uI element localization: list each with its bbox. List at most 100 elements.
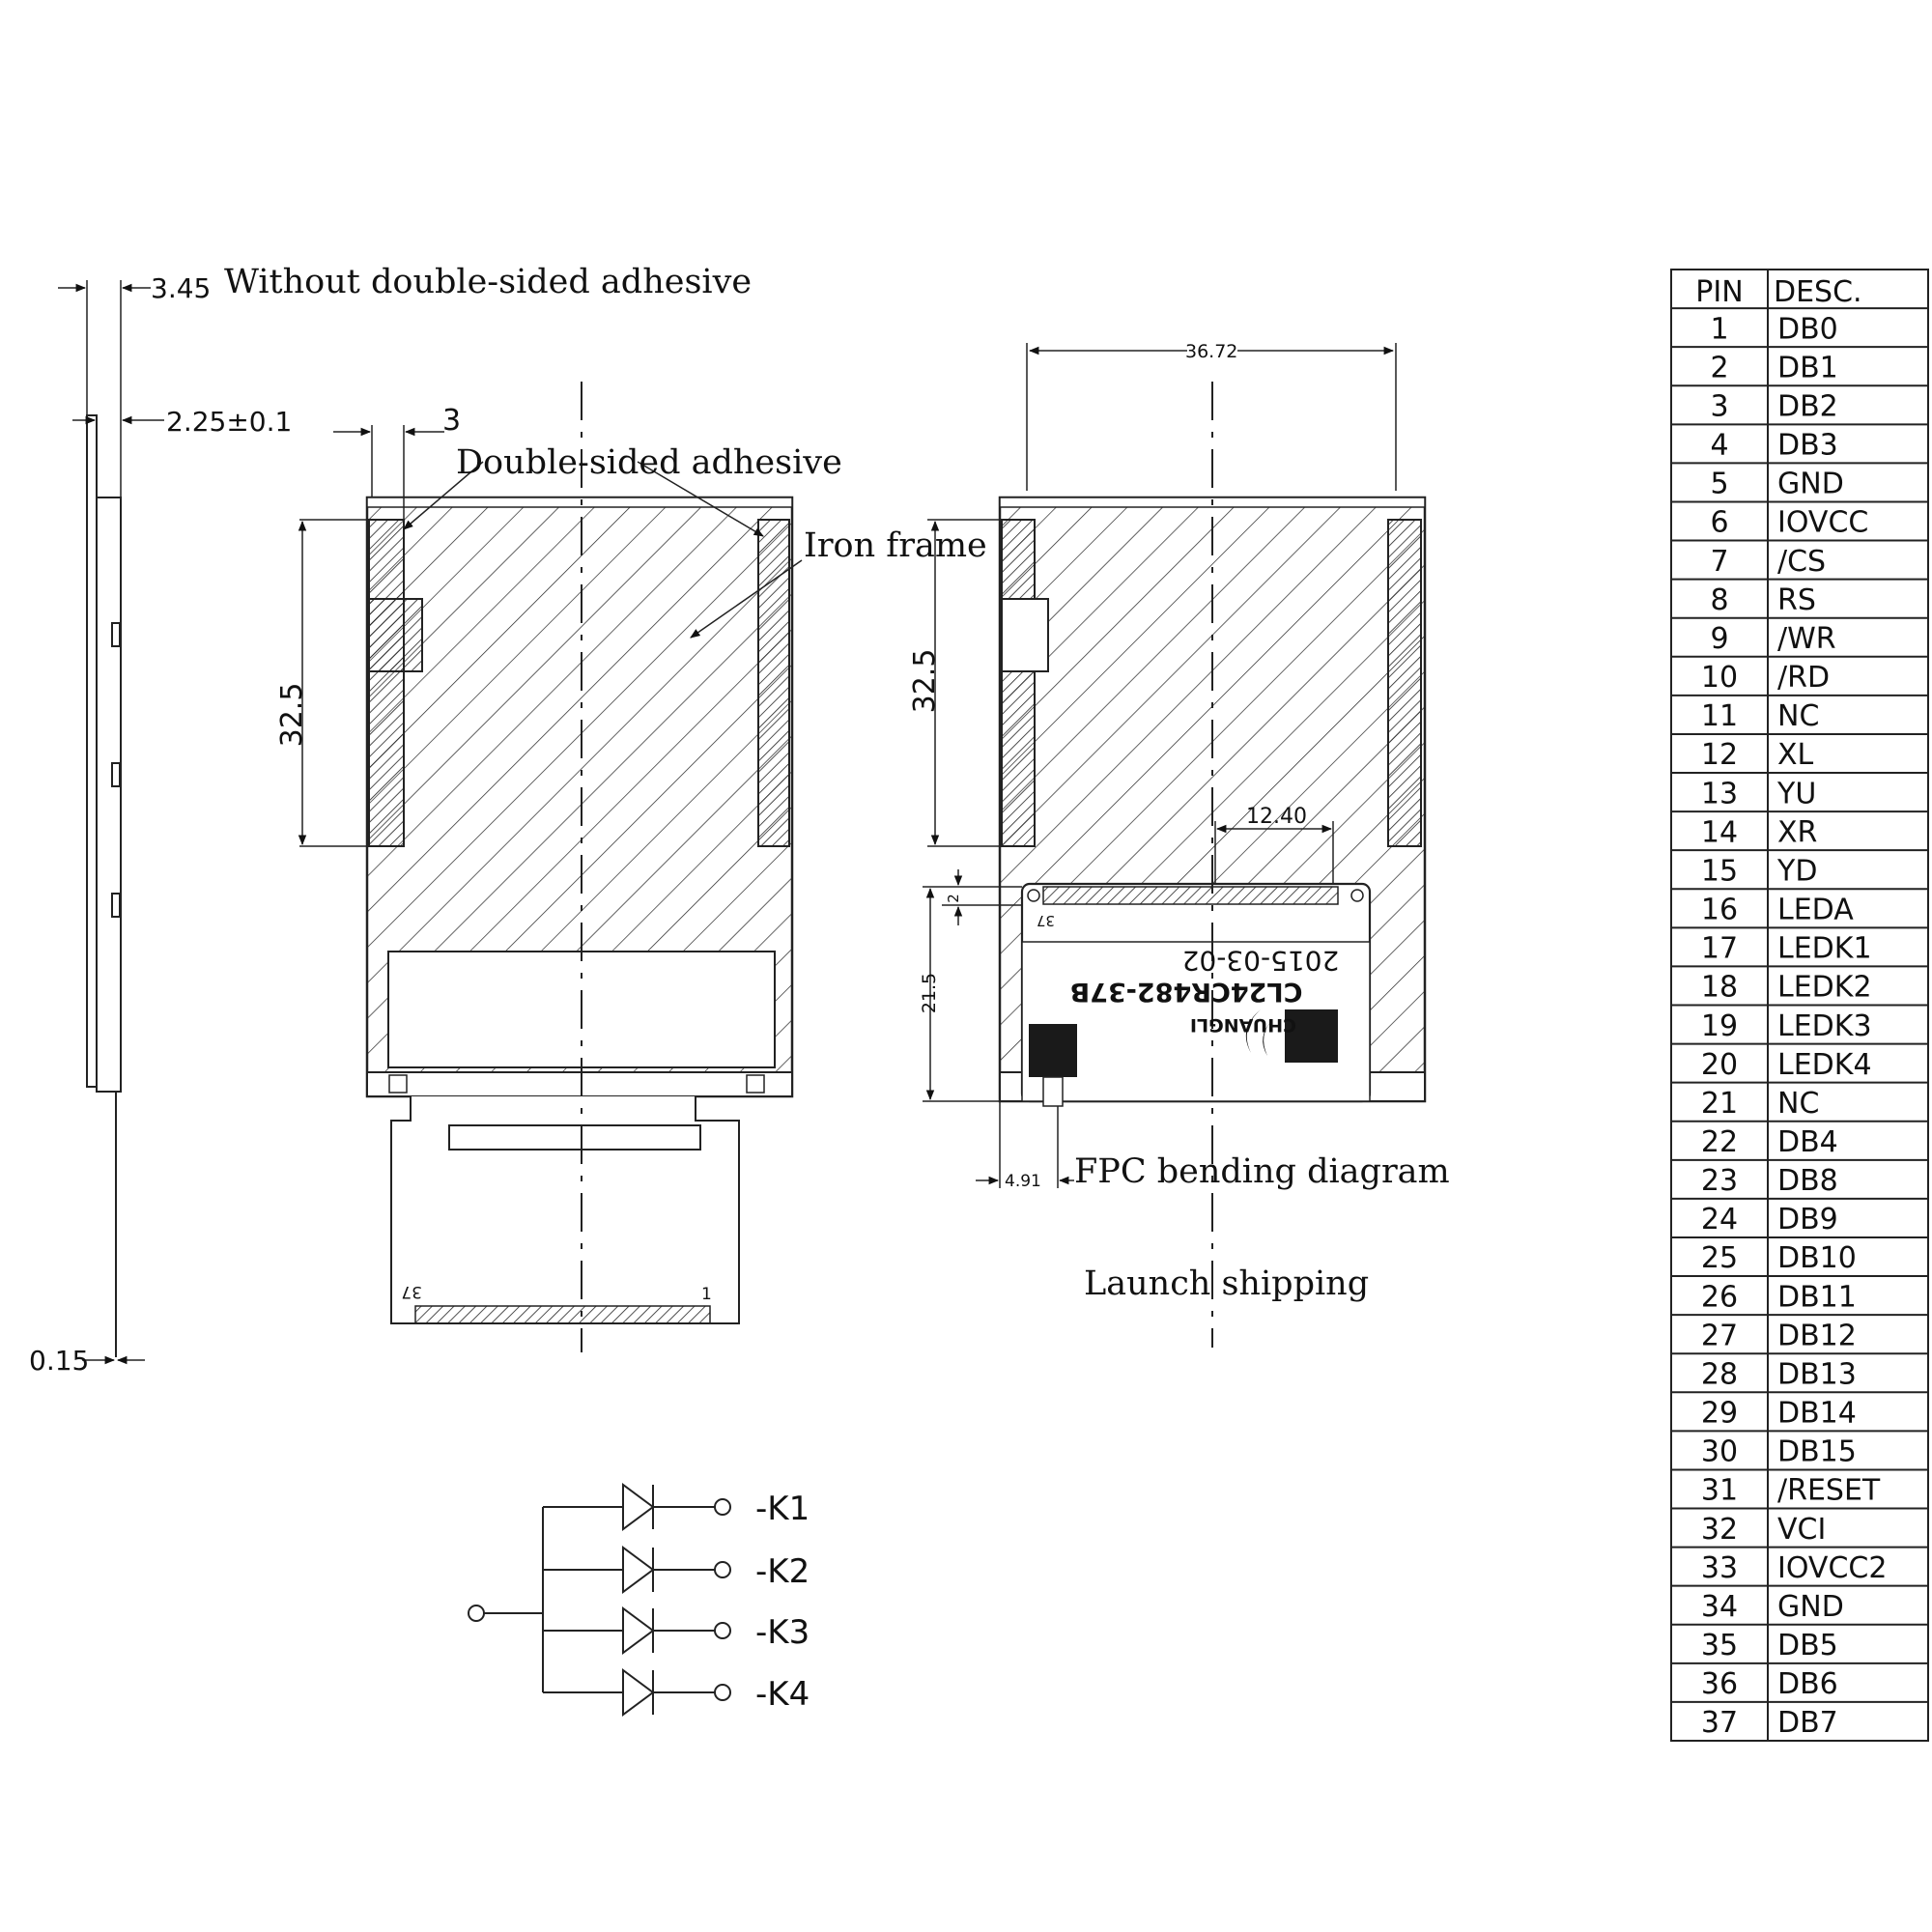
- pin-number: 9: [1710, 622, 1728, 656]
- front-view: [298, 382, 803, 1352]
- pin-number: 5: [1710, 468, 1728, 501]
- pin-description: DB6: [1777, 1667, 1838, 1701]
- pin-description: LEDK1: [1777, 932, 1872, 966]
- table-row: 19 LEDK3: [1701, 1009, 1872, 1043]
- pin-number: 22: [1701, 1125, 1738, 1159]
- table-row: 24 DB9: [1701, 1203, 1838, 1236]
- pin-description: DB10: [1777, 1241, 1857, 1275]
- table-row: 18 LEDK2: [1701, 971, 1872, 1005]
- dim-thickness-panel: 2.25±0.1: [166, 406, 292, 438]
- pin-description: LEDK2: [1777, 971, 1872, 1005]
- pin-number: 13: [1701, 777, 1738, 810]
- label-without-adhesive: Without double-sided adhesive: [224, 263, 752, 301]
- pin-number: 16: [1701, 894, 1738, 927]
- pin-description: IOVCC: [1777, 506, 1868, 540]
- pin-description: DB0: [1777, 312, 1838, 346]
- pin-number: 8: [1710, 583, 1728, 617]
- pin-number: 29: [1701, 1397, 1738, 1431]
- pin-description: /RESET: [1777, 1474, 1881, 1508]
- table-row: 9/WR: [1710, 622, 1835, 656]
- fpc-date-label: 2015-03-02: [1182, 945, 1340, 977]
- fpc-pin-first-front: 1: [701, 1285, 712, 1304]
- label-iron-frame: Iron frame: [804, 526, 987, 565]
- pin-number: 4: [1710, 429, 1728, 463]
- pin-number: 28: [1701, 1357, 1738, 1391]
- fpc-pin-last-back: 37: [1037, 912, 1055, 929]
- pin-description: DB5: [1777, 1629, 1838, 1662]
- pin-description: XL: [1777, 738, 1814, 772]
- pin-number: 35: [1701, 1629, 1738, 1662]
- table-row: 25 DB10: [1701, 1241, 1857, 1275]
- table-row: 7/CS: [1710, 545, 1826, 579]
- pin-number: 26: [1701, 1280, 1738, 1314]
- led-diode-4: [543, 1668, 731, 1717]
- pin-description: GND: [1777, 1590, 1844, 1624]
- label-double-sided-adhesive: Double-sided adhesive: [456, 443, 842, 482]
- table-row: 35 DB5: [1701, 1629, 1838, 1662]
- pin-number: 7: [1710, 545, 1728, 579]
- pin-description: DB14: [1777, 1397, 1857, 1431]
- led-diode-1: [543, 1483, 731, 1531]
- table-row: 31/RESET: [1701, 1474, 1881, 1508]
- pin-number: 20: [1701, 1048, 1738, 1082]
- dim-fpc-small: 2: [945, 894, 962, 903]
- table-row: 30 DB15: [1701, 1435, 1857, 1469]
- desc-header: DESC.: [1774, 275, 1862, 309]
- pin-number: 18: [1701, 971, 1738, 1005]
- pin-header: PIN: [1695, 275, 1743, 309]
- fpc-pin-last-front: 37: [401, 1282, 422, 1301]
- pin-description: /RD: [1777, 661, 1830, 695]
- pin-description: DB9: [1777, 1203, 1838, 1236]
- pin-description: /WR: [1777, 622, 1836, 656]
- pin-description: DB13: [1777, 1357, 1857, 1391]
- table-row: 12 XL: [1701, 738, 1814, 772]
- pin-number: 30: [1701, 1435, 1738, 1469]
- pin-number: 2: [1710, 351, 1728, 384]
- pin-description: DB7: [1777, 1706, 1838, 1740]
- dim-thickness-total: 3.45: [151, 272, 211, 304]
- pin-number: 6: [1710, 506, 1728, 540]
- dim-fpc-margin: 4.91: [1005, 1172, 1041, 1191]
- pin-number: 24: [1701, 1203, 1738, 1236]
- led-k3-label: -K3: [755, 1613, 810, 1652]
- dim-fpc-height: 21.5: [919, 973, 940, 1013]
- table-row: 28 DB13: [1701, 1357, 1857, 1391]
- pin-number: 27: [1701, 1319, 1738, 1352]
- pin-description: YU: [1776, 777, 1816, 810]
- pin-number: 25: [1701, 1241, 1738, 1275]
- pin-description: DB8: [1777, 1164, 1838, 1198]
- table-row: 10/RD: [1701, 661, 1830, 695]
- pin-description: LEDK3: [1777, 1009, 1872, 1043]
- led-backlight-circuit: [468, 1483, 731, 1717]
- dim-connector-offset: 12.40: [1246, 805, 1307, 829]
- table-row: 23 DB8: [1701, 1164, 1838, 1198]
- led-diode-3: [543, 1606, 731, 1655]
- pin-number: 19: [1701, 1009, 1738, 1043]
- pin-number: 17: [1701, 932, 1738, 966]
- pin-number: 14: [1701, 815, 1738, 849]
- dim-fpc-thickness: 0.15: [29, 1345, 89, 1377]
- led-k4-label: -K4: [755, 1675, 810, 1714]
- led-diode-2: [543, 1546, 731, 1594]
- pin-number: 23: [1701, 1164, 1738, 1198]
- pin-description: NC: [1777, 699, 1819, 733]
- pin-number: 12: [1701, 738, 1738, 772]
- pin-description: DB2: [1777, 389, 1838, 423]
- pin-description: DB15: [1777, 1435, 1857, 1469]
